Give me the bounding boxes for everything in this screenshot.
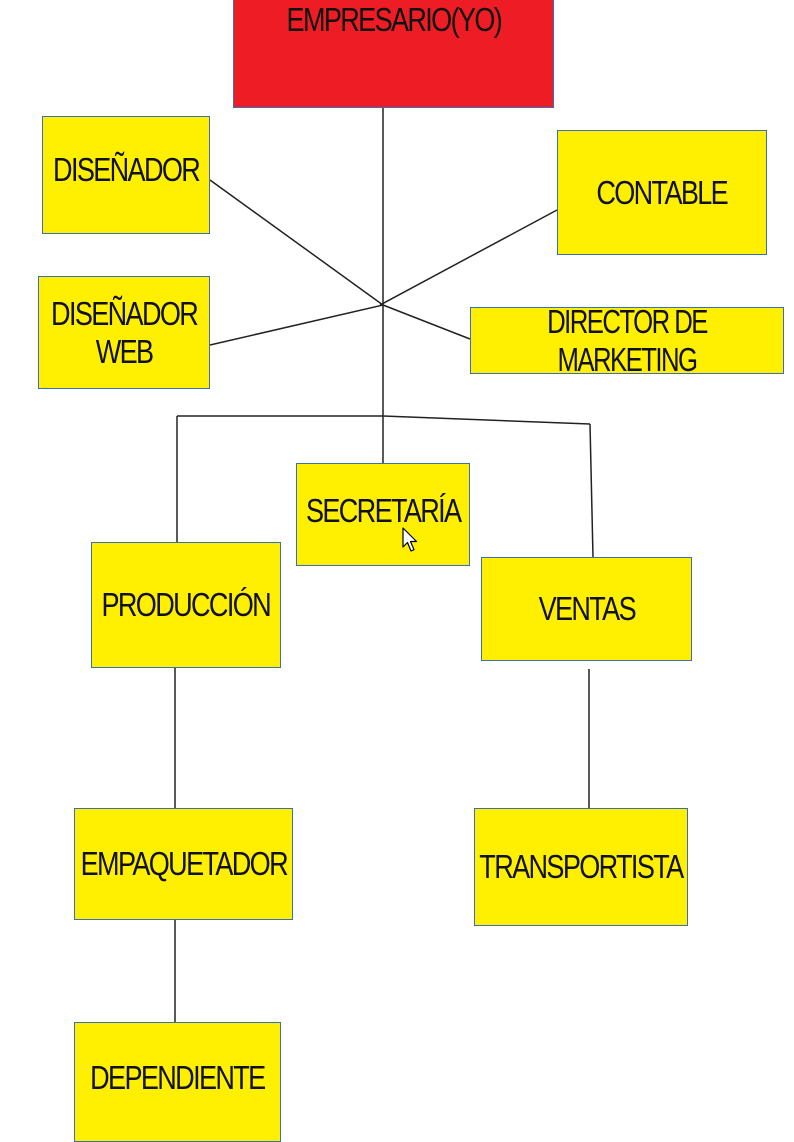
node-ventas[interactable]: VENTAS bbox=[481, 557, 692, 661]
node-transportista-label: TRANSPORTISTA bbox=[479, 848, 684, 886]
connector-disenador-web bbox=[209, 304, 384, 346]
node-dependiente[interactable]: DEPENDIENTE bbox=[74, 1022, 281, 1142]
node-produccion[interactable]: PRODUCCIÓN bbox=[91, 542, 281, 668]
connector-branch-bar-right bbox=[382, 415, 591, 425]
node-empresario-label: EMPRESARIO(YO) bbox=[286, 1, 502, 38]
node-dependiente-label: DEPENDIENTE bbox=[90, 1059, 266, 1096]
node-disenador-web-label: DISEÑADOR WEB bbox=[50, 294, 199, 370]
connector-marketing bbox=[382, 304, 471, 340]
connector-contable bbox=[379, 209, 558, 306]
node-disenador[interactable]: DISEÑADOR bbox=[42, 116, 210, 234]
mouse-pointer-icon bbox=[402, 527, 418, 552]
node-secretaria[interactable]: SECRETARÍA bbox=[296, 463, 470, 566]
node-secretaria-label: SECRETARÍA bbox=[305, 492, 462, 529]
node-empaquetador-label: EMPAQUETADOR bbox=[80, 845, 288, 883]
node-produccion-label: PRODUCCIÓN bbox=[101, 586, 272, 624]
node-disenador-label: DISEÑADOR bbox=[52, 151, 201, 188]
node-ventas-label: VENTAS bbox=[538, 590, 636, 628]
connector-ventas bbox=[589, 423, 594, 558]
node-director-marketing-label: DIRECTOR DE MARKETING bbox=[547, 302, 708, 378]
node-empaquetador[interactable]: EMPAQUETADOR bbox=[74, 808, 293, 920]
node-transportista[interactable]: TRANSPORTISTA bbox=[474, 808, 688, 926]
node-contable[interactable]: CONTABLE bbox=[557, 130, 767, 255]
node-disenador-web[interactable]: DISEÑADOR WEB bbox=[38, 276, 210, 389]
node-empresario[interactable]: EMPRESARIO(YO) bbox=[233, 0, 554, 108]
connector-disenador bbox=[209, 179, 384, 306]
node-contable-label: CONTABLE bbox=[596, 173, 729, 211]
node-director-marketing[interactable]: DIRECTOR DE MARKETING bbox=[470, 303, 784, 378]
